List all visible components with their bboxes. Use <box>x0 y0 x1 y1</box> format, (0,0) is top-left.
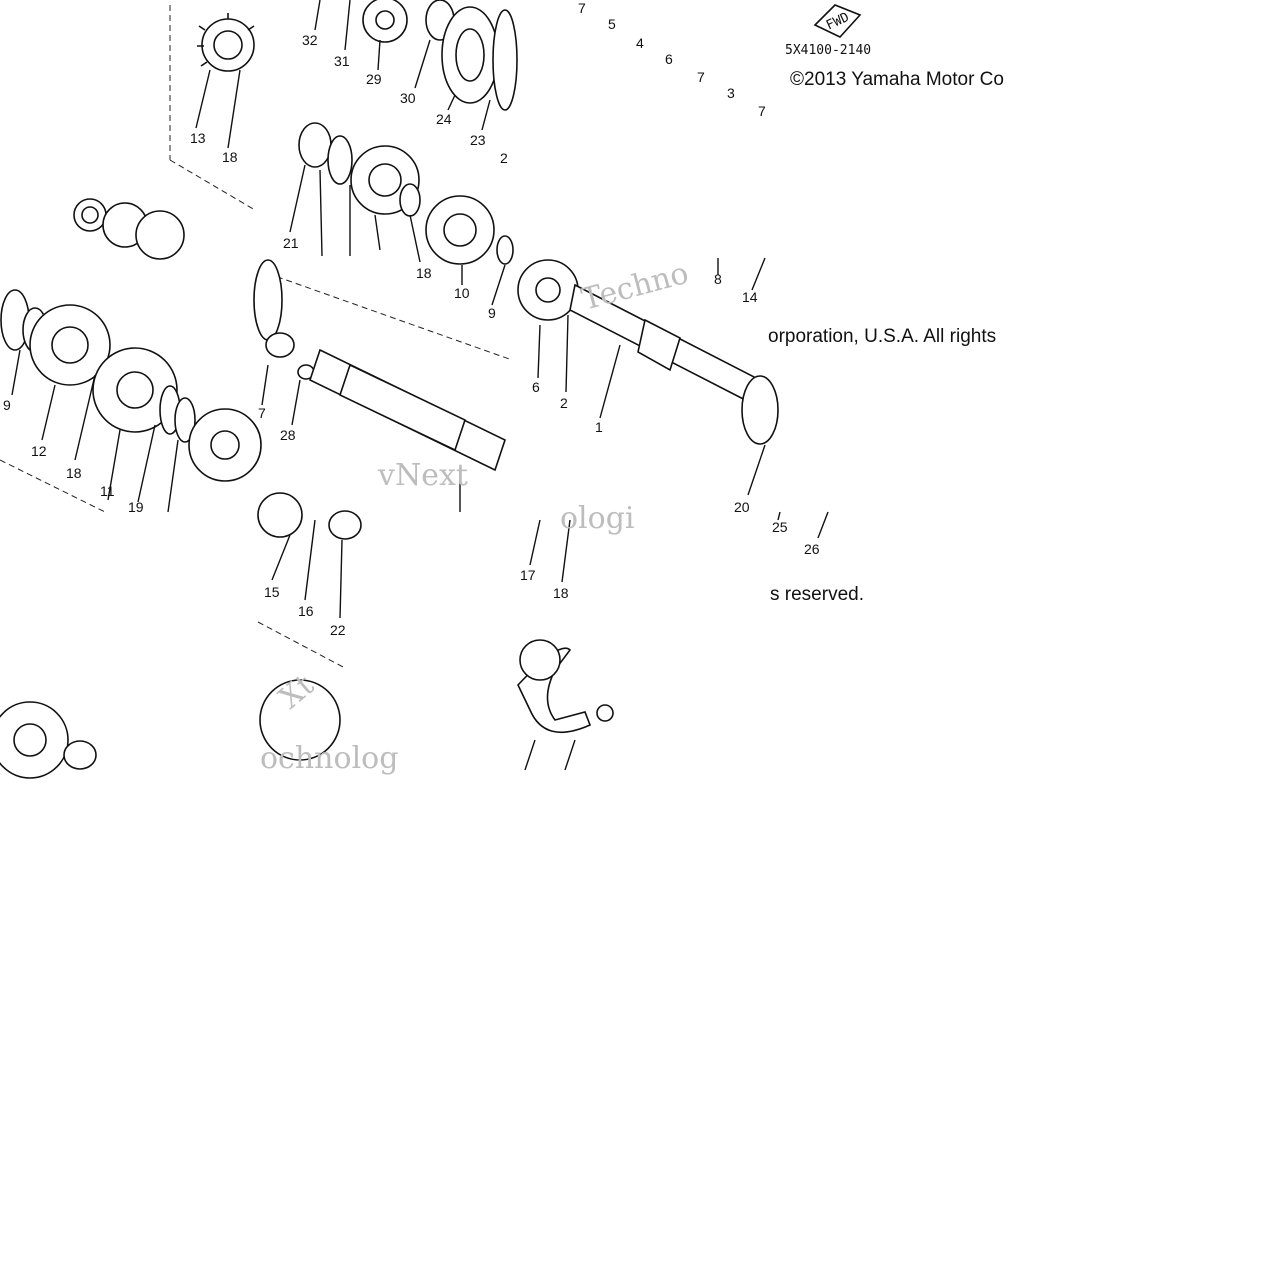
callout-number: 2 <box>500 150 508 166</box>
callout-number: 11 <box>100 483 115 499</box>
callout-number: 19 <box>128 499 144 515</box>
callout-number: 6 <box>665 51 673 67</box>
callout-number: 17 <box>520 567 536 583</box>
callout-number: 8 <box>714 271 722 287</box>
lower-middle-gears <box>257 492 829 619</box>
callout-number: 14 <box>742 289 758 305</box>
callout-number: 20 <box>734 499 750 515</box>
watermark-text: ochnolog <box>260 741 398 776</box>
copyright-line-2: orporation, U.S.A. All rights <box>768 326 996 347</box>
watermark-text: ologi <box>560 501 635 536</box>
main-shaft-right <box>517 257 779 496</box>
callout-number: 7 <box>258 405 266 421</box>
callout-number: 16 <box>298 603 314 619</box>
callout-number: 22 <box>330 622 346 638</box>
callout-number: 30 <box>400 90 416 106</box>
callout-number: 10 <box>454 285 470 301</box>
callout-number: 23 <box>470 132 486 148</box>
center-shaft <box>253 259 513 512</box>
bottom-partials <box>0 621 614 779</box>
watermark-text: Techno <box>578 256 692 318</box>
callout-number: 28 <box>280 427 296 443</box>
callout-number: 2 <box>560 395 568 411</box>
callout-number: 32 <box>302 32 318 48</box>
counter-shaft-gears <box>289 122 514 306</box>
copyright-line-3: s reserved. <box>770 584 864 605</box>
copyright-line-1: ©2013 Yamaha Motor Co <box>790 69 1004 90</box>
callout-number: 15 <box>264 584 280 600</box>
gear-cluster-top-left <box>73 5 256 260</box>
callout-number: 26 <box>804 541 820 557</box>
callout-number: 31 <box>334 53 350 69</box>
callout-number: 4 <box>636 35 644 51</box>
callout-number: 18 <box>66 465 82 481</box>
callout-number: 6 <box>532 379 540 395</box>
left-gear-stack <box>0 289 262 513</box>
callout-number: 3 <box>727 85 735 101</box>
watermark-text: vNext <box>377 458 468 493</box>
callout-number: 5 <box>608 16 616 32</box>
sprocket-bearing-group <box>314 0 518 131</box>
callout-number: 18 <box>416 265 432 281</box>
callout-number: 9 <box>3 397 11 413</box>
callout-number: 7 <box>758 103 766 119</box>
callout-number: 7 <box>697 69 705 85</box>
callout-number: 1 <box>595 419 603 435</box>
callout-number: 18 <box>222 149 238 165</box>
callout-number: 29 <box>366 71 382 87</box>
callout-number: 12 <box>31 443 47 459</box>
callout-number: 9 <box>488 305 496 321</box>
callout-number: 13 <box>190 130 206 146</box>
callout-number: 25 <box>772 519 788 535</box>
callout-number: 7 <box>578 0 586 16</box>
part-code: 5X4100-2140 <box>785 43 871 58</box>
callout-number: 24 <box>436 111 452 127</box>
callout-number: 18 <box>553 585 569 601</box>
callout-number: 21 <box>283 235 299 251</box>
fwd-arrow-icon: FWD <box>813 4 862 38</box>
